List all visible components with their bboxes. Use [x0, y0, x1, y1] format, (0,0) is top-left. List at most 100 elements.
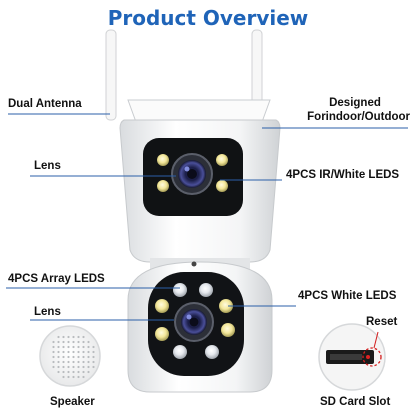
speaker-hole — [67, 370, 70, 374]
speaker-hole — [72, 370, 75, 374]
antenna-left — [105, 29, 117, 121]
lower-lens — [174, 302, 214, 342]
speaker-hole — [82, 335, 85, 339]
speaker-hole — [77, 340, 80, 344]
page-title: Product Overview — [107, 6, 309, 30]
speaker-hole — [67, 340, 70, 344]
speaker-hole — [77, 345, 80, 349]
speaker-hole — [67, 360, 70, 364]
speaker-hole — [57, 345, 60, 349]
speaker-hole — [87, 350, 90, 354]
white-led-2 — [219, 299, 233, 313]
speaker-hole — [67, 375, 70, 379]
speaker-hole — [77, 355, 80, 359]
ir-led-3 — [157, 180, 169, 192]
speaker-hole — [57, 355, 60, 359]
label-dual-antenna: Dual Antenna — [8, 98, 82, 110]
speaker-hole — [92, 365, 95, 369]
speaker-hole — [92, 345, 95, 349]
speaker-hole — [82, 365, 85, 369]
speaker-hole — [62, 370, 65, 374]
speaker-hole — [92, 350, 95, 354]
speaker-hole — [67, 345, 70, 349]
speaker-hole — [87, 365, 90, 369]
speaker-hole — [57, 365, 60, 369]
speaker-hole — [62, 335, 65, 339]
white-led-3 — [155, 327, 169, 341]
ir-led-4 — [216, 180, 228, 192]
speaker-hole — [77, 370, 80, 374]
speaker-hole — [57, 360, 60, 364]
label-white-leds: 4PCS White LEDS — [298, 290, 397, 302]
speaker-hole — [62, 340, 65, 344]
speaker-hole — [87, 360, 90, 364]
speaker-hole — [67, 350, 70, 354]
light-sensor — [191, 261, 197, 267]
leader-lines — [6, 113, 408, 321]
speaker-hole — [62, 360, 65, 364]
sd-card-inset — [318, 323, 386, 391]
speaker-hole — [92, 360, 95, 364]
speaker-hole — [52, 345, 55, 349]
speaker-hole — [72, 360, 75, 364]
speaker-hole — [72, 375, 75, 379]
label-array-leds: 4PCS Array LEDS — [8, 273, 105, 285]
array-led-1 — [173, 283, 187, 297]
label-indoor-outdoor: Forindoor/Outdoor — [307, 111, 410, 123]
speaker-hole — [57, 335, 60, 339]
speaker-hole — [82, 360, 85, 364]
speaker-hole — [87, 345, 90, 349]
speaker-hole — [52, 340, 55, 344]
reset-pointer — [373, 331, 379, 349]
white-led-1 — [155, 299, 169, 313]
speaker-hole — [92, 355, 95, 359]
speaker-hole — [72, 365, 75, 369]
label-lens-bottom: Lens — [34, 306, 61, 318]
speaker-inset — [39, 325, 101, 387]
ir-led-2 — [216, 154, 228, 166]
speaker-hole — [57, 340, 60, 344]
speaker-hole — [67, 335, 70, 339]
speaker-hole — [62, 355, 65, 359]
speaker-hole — [87, 340, 90, 344]
label-ir-white-leds: 4PCS IR/White LEDS — [286, 169, 400, 181]
speaker-hole — [72, 340, 75, 344]
speaker-hole — [67, 355, 70, 359]
speaker-hole — [67, 365, 70, 369]
mount-bracket — [127, 99, 271, 123]
speaker-hole — [77, 375, 80, 379]
label-designed: Designed — [329, 97, 381, 109]
speaker-hole — [52, 360, 55, 364]
speaker-hole — [52, 350, 55, 354]
speaker-hole — [77, 350, 80, 354]
speaker-hole — [72, 335, 75, 339]
speaker-hole — [87, 355, 90, 359]
speaker-hole — [82, 350, 85, 354]
speaker-hole — [87, 370, 90, 374]
label-speaker: Speaker — [50, 396, 95, 408]
speaker-hole — [57, 350, 60, 354]
speaker-hole — [62, 365, 65, 369]
speaker-hole — [52, 365, 55, 369]
speaker-hole — [72, 350, 75, 354]
array-led-2 — [199, 283, 213, 297]
speaker-hole — [72, 345, 75, 349]
array-led-4 — [205, 345, 219, 359]
speaker-hole — [82, 355, 85, 359]
speaker-hole — [57, 370, 60, 374]
label-lens-top: Lens — [34, 160, 61, 172]
label-sd-card-slot: SD Card Slot — [320, 396, 391, 408]
speaker-hole — [72, 355, 75, 359]
speaker-hole — [77, 365, 80, 369]
speaker-hole — [62, 375, 65, 379]
array-led-3 — [173, 345, 187, 359]
speaker-hole — [77, 360, 80, 364]
label-reset: Reset — [366, 316, 398, 328]
speaker-hole — [62, 345, 65, 349]
reset-highlight — [362, 347, 382, 367]
ir-led-1 — [157, 154, 169, 166]
speaker-hole — [82, 340, 85, 344]
upper-lens — [171, 153, 213, 195]
speaker-hole — [82, 370, 85, 374]
